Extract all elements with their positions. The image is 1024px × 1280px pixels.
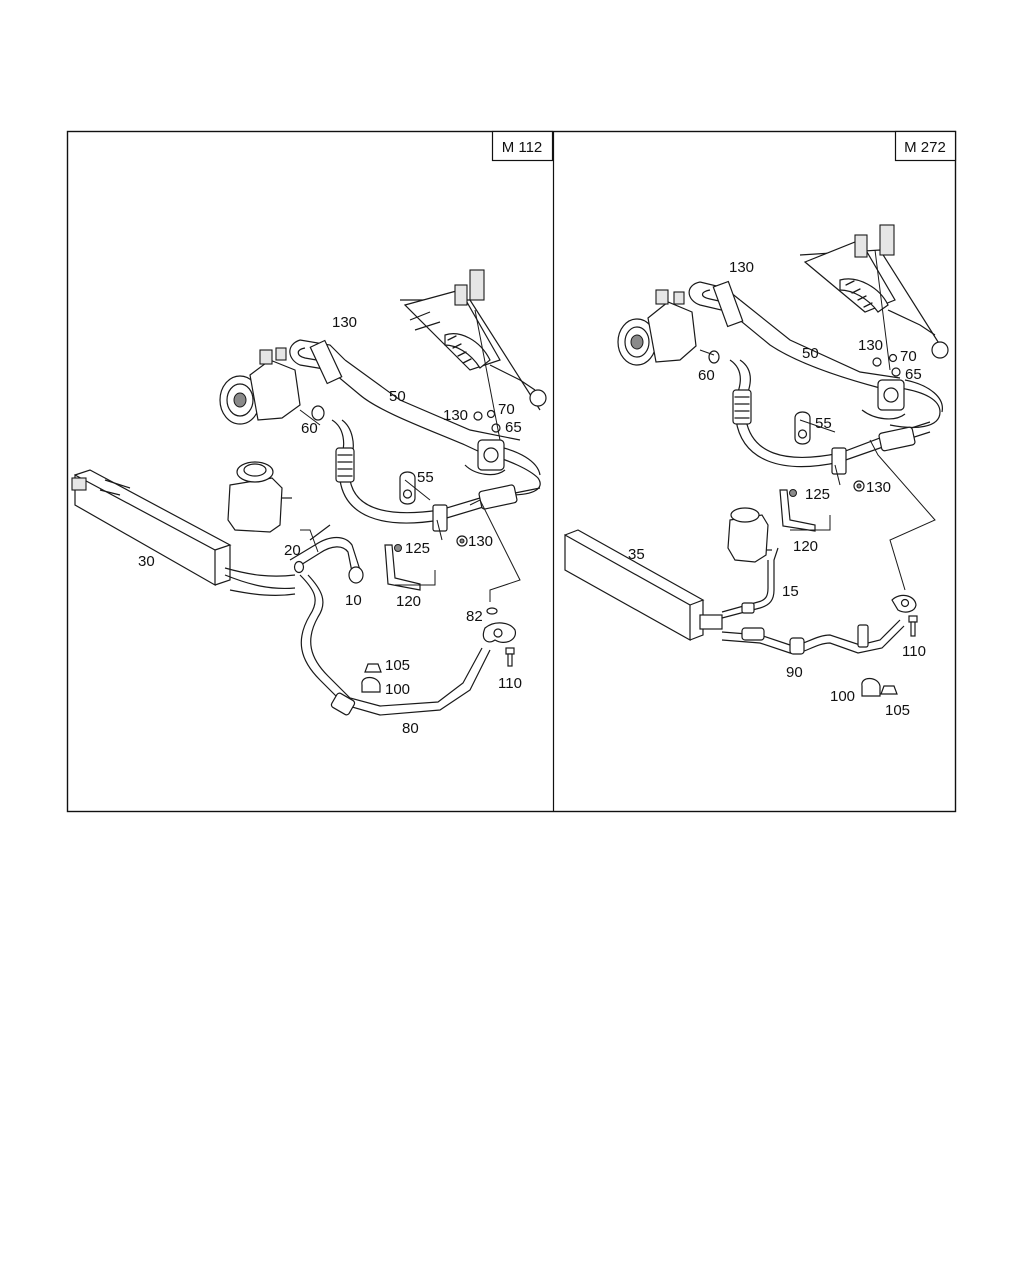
callout-50-right: 50: [802, 345, 819, 362]
engine-label-left: M 112: [491, 130, 554, 162]
callout-130-right: 130: [729, 259, 754, 276]
diagram-frame: [66, 130, 957, 813]
ring-82-left: [486, 607, 498, 615]
return-line-80-left: [299, 574, 517, 716]
callout-120-left: 120: [396, 593, 421, 610]
oil-reservoir-right: [727, 507, 772, 563]
callout-125-left: 125: [405, 540, 430, 557]
seal-ring-60-left: [311, 405, 325, 421]
callout-60-left: 60: [301, 420, 318, 437]
engine-label-right: M 272: [894, 130, 957, 162]
clamp-65-70-right: [861, 353, 906, 420]
oil-cooler-left: [71, 469, 296, 597]
callout-130c-left: 130: [468, 533, 493, 550]
callout-50-left: 50: [389, 388, 406, 405]
line-15-right: [721, 547, 779, 619]
clamp-65-70-left: [464, 409, 506, 476]
callout-100-left: 100: [385, 681, 410, 698]
callout-110-left: 110: [498, 675, 522, 692]
bracket-55-left: [399, 471, 416, 505]
callout-20-left: 20: [284, 542, 301, 559]
oil-cooler-right: [564, 529, 723, 642]
callout-82-left: 82: [466, 608, 483, 625]
pressure-hose-right: [729, 359, 931, 475]
callout-30-left: 30: [138, 553, 155, 570]
left-panel-drawing: 130 50 130 70 65 60 55 125 130 20 30 10 …: [71, 269, 547, 737]
callout-110-right: 110: [902, 643, 926, 660]
line-90-right: [721, 594, 917, 655]
callout-15-right: 15: [782, 583, 799, 600]
callout-130b-left: 130: [443, 407, 468, 424]
callout-70-right: 70: [900, 348, 917, 365]
steering-gear-right: [799, 224, 949, 359]
leader-lines-left: [299, 309, 521, 602]
return-hose-10-left: [289, 524, 364, 584]
callout-100-right: 100: [830, 688, 855, 705]
seal-ring-20-left: [293, 560, 305, 574]
callout-90-right: 90: [786, 664, 803, 681]
callout-60-right: 60: [698, 367, 715, 384]
callout-65-left: 65: [505, 419, 522, 436]
hose-50-right: [688, 280, 943, 429]
clamp-100-105-left: [361, 663, 382, 693]
callout-70-left: 70: [498, 401, 515, 418]
callout-55-right: 55: [815, 415, 832, 432]
callout-130-left: 130: [332, 314, 357, 331]
steering-pump-right: [617, 289, 697, 366]
callout-105-right: 105: [885, 702, 910, 719]
leader-lines-right: [699, 249, 936, 591]
callout-55-left: 55: [417, 469, 434, 486]
oil-reservoir-left: [227, 461, 292, 533]
callout-125-right: 125: [805, 486, 830, 503]
bracket-55-right: [794, 411, 811, 445]
bracket-120-left: [384, 535, 468, 591]
bracket-120-right: [779, 480, 865, 532]
callout-65-right: 65: [905, 366, 922, 383]
steering-pump-left: [219, 347, 301, 425]
callout-80-left: 80: [402, 720, 419, 737]
hose-50-left: [289, 339, 541, 496]
seal-ring-60-right: [708, 350, 720, 364]
bolt-110-right: [908, 615, 918, 637]
clamp-100-105-right: [861, 677, 898, 697]
right-panel-drawing: 130 50 130 70 65 60 55 125 130 120 35 15…: [564, 224, 949, 719]
steering-gear-left: [400, 269, 547, 411]
svg-text:M 112: M 112: [502, 139, 543, 156]
callout-10-left: 10: [345, 592, 362, 609]
callout-130b-right: 130: [858, 337, 883, 354]
callout-35-right: 35: [628, 546, 645, 563]
callout-120-right: 120: [793, 538, 818, 555]
pressure-hose-left: [331, 419, 541, 532]
callout-130c-right: 130: [866, 479, 891, 496]
bolt-110-left: [505, 647, 515, 667]
svg-text:M 272: M 272: [904, 139, 946, 156]
callout-105-left: 105: [385, 657, 410, 674]
